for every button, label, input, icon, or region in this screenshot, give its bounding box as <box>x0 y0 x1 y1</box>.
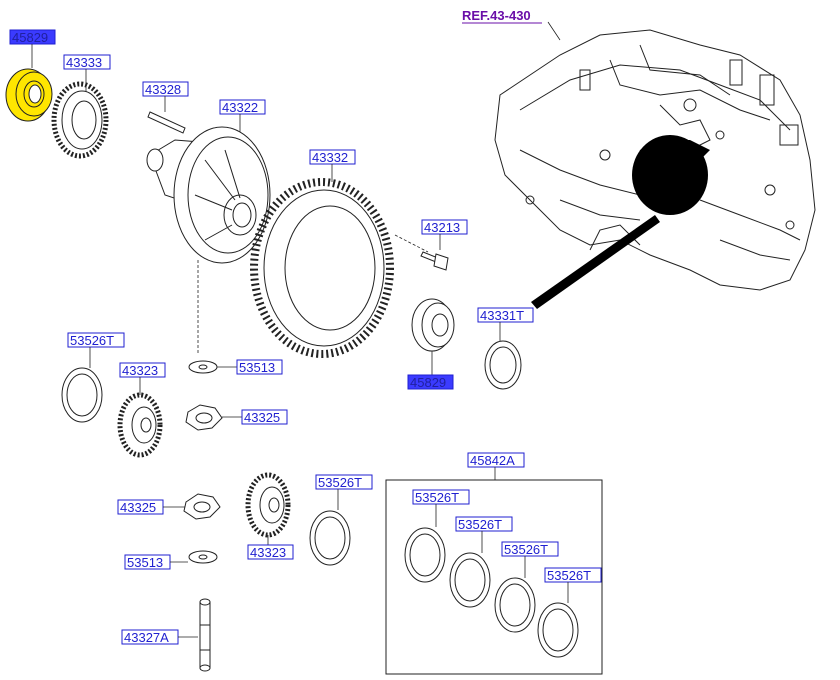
label-box-45829-bottom[interactable] <box>407 374 454 390</box>
gear-43333: 43333 <box>51 54 111 159</box>
side-gear-43323-bottom: 43323 <box>245 472 294 560</box>
side-gear-43323-top: 43323 <box>117 362 166 458</box>
shaft-43327a: 43327A <box>121 598 211 672</box>
washer-53513-bottom: 53513 <box>124 550 218 570</box>
label-53526t-kit-4[interactable]: 53526T <box>547 568 591 583</box>
label-53526t-kit-2[interactable]: 53526T <box>458 517 502 532</box>
label-53513-top[interactable]: 53513 <box>239 360 275 375</box>
label-53526t-left[interactable]: 53526T <box>70 333 114 348</box>
label-43328[interactable]: 43328 <box>145 82 181 97</box>
label-box-45829-top[interactable] <box>9 29 56 45</box>
label-45829-top: 45829 <box>12 30 48 45</box>
shim-43331t: 43331T <box>477 307 534 390</box>
bearing-45829-top: 45829 <box>5 29 56 122</box>
label-43327a[interactable]: 43327A <box>124 630 169 645</box>
ring-gear-43332: 43332 <box>250 149 429 358</box>
washer-53513-top: 53513 <box>188 359 283 375</box>
washer-53526t-left: 53526T <box>61 332 125 423</box>
label-43213[interactable]: 43213 <box>424 220 460 235</box>
label-43333[interactable]: 43333 <box>66 55 102 70</box>
label-43331t[interactable]: 43331T <box>480 308 524 323</box>
label-53526t-middle[interactable]: 53526T <box>318 475 362 490</box>
shim-kit-45842a: 45842A 53526T 53526T 53526T 53526T <box>385 452 603 675</box>
label-43332[interactable]: 43332 <box>312 150 348 165</box>
label-45842a[interactable]: 45842A <box>470 453 515 468</box>
label-43322[interactable]: 43322 <box>222 100 258 115</box>
ref-label[interactable]: REF.43-430 <box>462 8 531 23</box>
pointer-stripe <box>531 215 660 309</box>
kit-frame <box>385 479 603 675</box>
bearing-45829-bottom: 45829 <box>407 298 455 390</box>
label-45829-bottom: 45829 <box>410 375 446 390</box>
label-43323-bottom[interactable]: 43323 <box>250 545 286 560</box>
diff-case-43322: 43322 <box>146 99 271 355</box>
label-53526t-kit-1[interactable]: 53526T <box>415 490 459 505</box>
label-43323-top[interactable]: 43323 <box>122 363 158 378</box>
label-43325-bottom[interactable]: 43325 <box>120 500 156 515</box>
label-53526t-kit-3[interactable]: 53526T <box>504 542 548 557</box>
pinion-43325-bottom: 43325 <box>117 493 221 520</box>
transmission-housing <box>494 21 816 309</box>
pinion-43325-top: 43325 <box>185 404 288 431</box>
label-53513-bottom[interactable]: 53513 <box>127 555 163 570</box>
washer-53526t-middle: 53526T <box>309 474 373 566</box>
label-43325-top[interactable]: 43325 <box>244 410 280 425</box>
pin-43328: 43328 <box>142 81 189 134</box>
output-seal-black <box>632 135 708 215</box>
bolt-43213: 43213 <box>420 219 468 271</box>
